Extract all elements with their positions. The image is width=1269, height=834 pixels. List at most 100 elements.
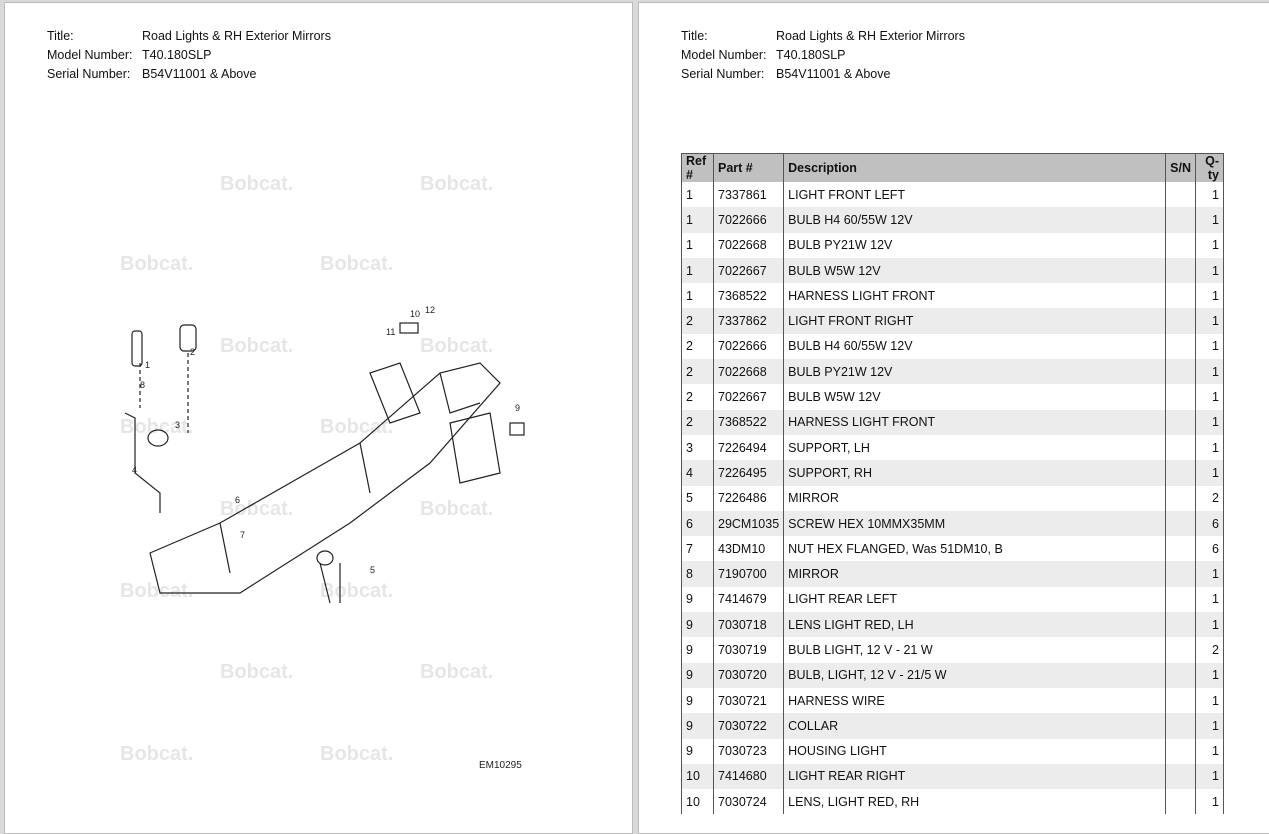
callout-label: 7	[240, 530, 245, 540]
bobcat-watermark: Bobcat.	[420, 498, 494, 520]
qty-cell: 2	[1195, 485, 1224, 511]
title: Road Lights & RH Exterior Mirrors	[142, 29, 331, 43]
sn-cell	[1165, 409, 1196, 435]
qty-cell: 1	[1195, 283, 1224, 309]
description-cell: BULB, LIGHT, 12 V - 21/5 W	[783, 662, 1167, 688]
sn-cell	[1165, 687, 1196, 714]
sn-cell	[1165, 485, 1196, 511]
description-cell: NUT HEX FLANGED, Was 51DM10, B	[783, 536, 1167, 562]
column-header: Part #	[712, 153, 785, 182]
bobcat-watermark: Bobcat.	[120, 253, 194, 275]
sn-cell	[1165, 789, 1196, 815]
qty-cell: 1	[1195, 359, 1224, 385]
part-number-cell: 7030723	[712, 738, 785, 764]
ref-cell: 2	[681, 384, 714, 410]
bobcat-watermark: Bobcat.	[220, 661, 294, 683]
qty-cell: 1	[1195, 409, 1224, 435]
ref-cell: 1	[681, 232, 714, 258]
qty-cell: 1	[1195, 232, 1224, 258]
bobcat-watermark: Bobcat.	[220, 335, 294, 357]
description-cell: LENS LIGHT RED, LH	[783, 612, 1167, 638]
sn-cell	[1165, 637, 1196, 663]
bobcat-watermark: Bobcat.	[420, 173, 494, 195]
column-header: S/N	[1165, 153, 1196, 182]
ref-cell: 10	[681, 789, 714, 815]
sn-cell	[1165, 763, 1196, 790]
sn-cell	[1165, 662, 1196, 688]
sn-cell	[1165, 460, 1196, 486]
callout-label: 1	[145, 360, 150, 370]
serial-number: B54V11001 & Above	[142, 67, 257, 81]
part-number-cell: 7368522	[712, 283, 785, 309]
bobcat-watermark: Bobcat.	[420, 661, 494, 683]
part-number-cell: 7030720	[712, 662, 785, 688]
qty-cell: 1	[1195, 713, 1224, 739]
page-header: Title:Road Lights & RH Exterior Mirrors …	[47, 27, 331, 84]
diagram-page: Title:Road Lights & RH Exterior Mirrors …	[4, 2, 633, 834]
description-cell: HARNESS LIGHT FRONT	[783, 283, 1167, 309]
callout-label: 8	[140, 380, 145, 390]
description-cell: HARNESS WIRE	[783, 687, 1167, 714]
ref-cell: 7	[681, 536, 714, 562]
ref-cell: 1	[681, 207, 714, 233]
part-number-cell: 7337861	[712, 182, 785, 208]
qty-cell: 1	[1195, 687, 1224, 714]
bobcat-watermark: Bobcat.	[320, 743, 394, 765]
ref-cell: 8	[681, 561, 714, 587]
serial-number: B54V11001 & Above	[776, 67, 891, 81]
ref-cell: 2	[681, 409, 714, 435]
sn-cell	[1165, 612, 1196, 638]
part-number-cell: 7414679	[712, 586, 785, 613]
ref-cell: 1	[681, 182, 714, 208]
ref-cell: 6	[681, 510, 714, 537]
description-cell: LIGHT FRONT RIGHT	[783, 308, 1167, 334]
sn-cell	[1165, 510, 1196, 537]
bobcat-watermark: Bobcat.	[320, 253, 394, 275]
callout-label: 11	[386, 327, 395, 337]
column-header: Ref #	[681, 153, 714, 182]
sn-cell	[1165, 308, 1196, 334]
ref-cell: 1	[681, 283, 714, 309]
bobcat-watermark: Bobcat.	[220, 498, 294, 520]
description-cell: LIGHT REAR LEFT	[783, 586, 1167, 613]
ref-cell: 2	[681, 359, 714, 385]
callout-label: 3	[175, 420, 180, 430]
sn-cell	[1165, 333, 1196, 360]
bobcat-watermark: Bobcat.	[120, 580, 194, 602]
model-number: T40.180SLP	[142, 48, 212, 62]
ref-cell: 2	[681, 333, 714, 360]
sn-cell	[1165, 434, 1196, 461]
description-cell: BULB H4 60/55W 12V	[783, 333, 1167, 360]
description-cell: BULB H4 60/55W 12V	[783, 207, 1167, 233]
callout-label: 6	[235, 495, 240, 505]
qty-cell: 1	[1195, 561, 1224, 587]
part-number-cell: 7030718	[712, 612, 785, 638]
bobcat-watermark: Bobcat.	[420, 335, 494, 357]
ref-cell: 9	[681, 662, 714, 688]
ref-cell: 10	[681, 763, 714, 790]
bobcat-watermark: Bobcat.	[120, 416, 194, 438]
qty-cell: 1	[1195, 182, 1224, 208]
sn-cell	[1165, 359, 1196, 385]
qty-cell: 1	[1195, 738, 1224, 764]
sn-cell	[1165, 232, 1196, 258]
parts-list-page: Title:Road Lights & RH Exterior Mirrors …	[638, 2, 1269, 834]
part-number-cell: 7022667	[712, 384, 785, 410]
callout-label: 12	[425, 305, 435, 315]
part-number-cell: 7022666	[712, 333, 785, 360]
qty-cell: 1	[1195, 662, 1224, 688]
part-number-cell: 7226486	[712, 485, 785, 511]
diagram-code: EM10295	[479, 760, 522, 771]
ref-cell: 9	[681, 713, 714, 739]
